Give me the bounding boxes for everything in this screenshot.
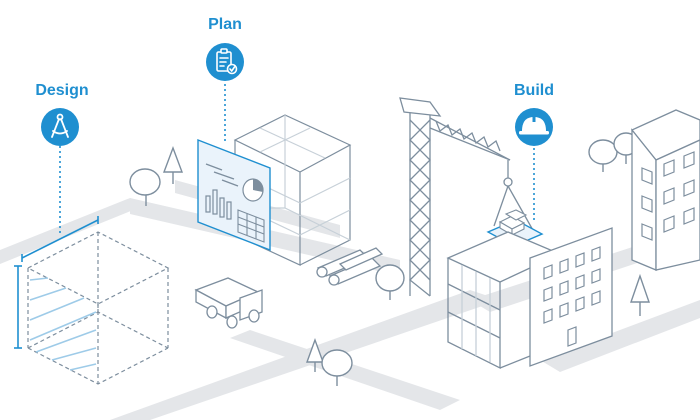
tree-round bbox=[375, 264, 405, 300]
crane-load-bricks bbox=[486, 209, 544, 247]
stage-label-design: Design bbox=[35, 82, 88, 99]
data-grid-icon bbox=[237, 209, 265, 243]
tree-pine bbox=[630, 273, 650, 316]
building-windows bbox=[641, 151, 695, 241]
dump-truck bbox=[194, 277, 263, 329]
pie-chart-icon bbox=[242, 178, 264, 202]
stage-badge-design bbox=[41, 108, 79, 146]
road-segment bbox=[540, 300, 700, 372]
tree-round bbox=[588, 139, 618, 172]
building-windows bbox=[543, 246, 601, 347]
dimension-lines bbox=[14, 216, 99, 349]
tree-round bbox=[321, 349, 353, 386]
tree-pine bbox=[162, 146, 184, 184]
tree-pine bbox=[306, 337, 324, 372]
drafting-compass-icon bbox=[51, 113, 69, 138]
stage-callout-build: Build bbox=[514, 82, 554, 146]
stage-label-build: Build bbox=[514, 82, 554, 99]
plan-dashboard-panel bbox=[197, 138, 271, 252]
plan-glass-cube bbox=[233, 114, 352, 266]
road-segment bbox=[0, 198, 148, 264]
clipboard-checklist-icon bbox=[216, 48, 238, 75]
bar-chart-icon bbox=[205, 189, 232, 220]
stage-callout-plan: Plan bbox=[206, 16, 244, 81]
building-under-construction bbox=[446, 227, 613, 370]
pipe-stack bbox=[316, 247, 384, 286]
design-hatched-face bbox=[29, 277, 97, 371]
stage-callout-design: Design bbox=[35, 82, 89, 146]
callout-connectors bbox=[59, 84, 535, 234]
tower-crane bbox=[399, 97, 535, 297]
gantt-chart-icon bbox=[205, 163, 239, 187]
stage-label-plan: Plan bbox=[208, 16, 242, 33]
design-wireframe-box bbox=[26, 231, 170, 385]
hard-hat-icon bbox=[519, 115, 549, 135]
tree-round bbox=[129, 168, 161, 206]
finished-building bbox=[630, 109, 700, 271]
